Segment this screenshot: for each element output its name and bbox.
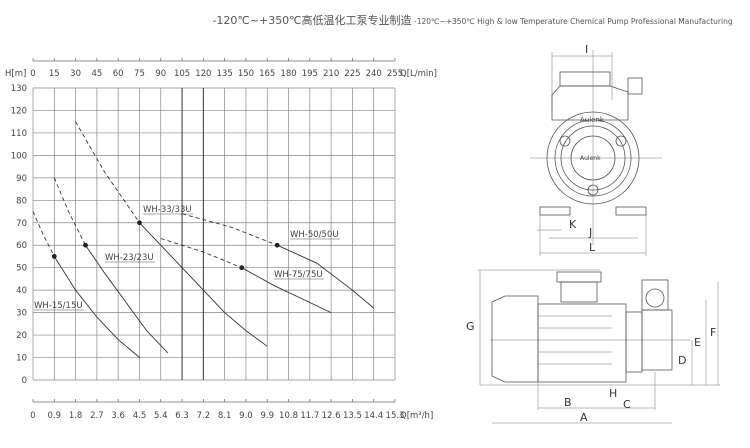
y-tick-label: 110 [11,129,27,139]
x-bottom-tick-label: 14.4 [364,411,383,421]
y-tick-label: 0 [22,376,27,386]
x-top-tick-label: 75 [134,69,145,79]
x-bottom-tick-label: 9.0 [239,411,253,421]
dim-J: J [588,226,592,239]
title-chinese: -120℃~+350℃高低温化工泵专业制造 [212,13,411,27]
y-tick-label: 40 [16,286,27,296]
series-label-wh-15-15u: WH-15/15U [34,301,83,311]
x-top-tick-label: 195 [302,69,318,79]
y-tick-label: 70 [16,219,27,229]
x-bottom-tick-label: 5.4 [154,411,168,421]
x-top-tick-label: 210 [323,69,339,79]
curve-dashed-wh-50-50u [160,238,242,269]
x-bottom-tick-label: 3.6 [111,411,125,421]
x-bottom-tick-label: 10.8 [279,411,298,421]
curve-dashed-wh-33-33u [75,121,140,224]
curve-solid-wh-23-23u [85,244,169,354]
title-english: -120℃~+350℃ High & low Temperature Chemi… [414,17,733,26]
x-top-tick-label: 0 [30,69,35,79]
x-top-tick-label: 45 [91,69,102,79]
x-axis-top-label: Q[L/min] [400,69,437,79]
x-bottom-tick-label: 0.9 [48,411,62,421]
dim-H: H [609,387,617,400]
curve-solid-wh-75-75u [277,244,374,309]
curve-solid-wh-15-15u [53,256,140,358]
curve-solid-wh-33-33u [139,222,268,347]
dim-D: D [678,354,686,367]
curve-dashed-wh-23-23u [53,177,86,246]
curve-dashed-wh-75-75u [181,213,278,246]
series-label-wh-23-23u: WH-23/23U [105,253,154,263]
pump-front-view: Aulenk Aulenk I K J L [530,43,662,256]
x-top-tick-label: 120 [195,69,211,79]
rated-point-wh-50-50u [239,265,245,271]
y-tick-label: 30 [16,309,27,319]
chart-curves: WH-15/15U WH-23/23U WH-33/33U WH-50/50U WH-7… [32,121,374,358]
x-top-tick-label: 180 [280,69,296,79]
dim-B: B [564,396,572,409]
x-top-tick-label: 105 [174,69,190,79]
y-tick-label: 10 [16,354,27,364]
dim-A: A [580,411,588,424]
x-bottom-tick-label: 8.1 [218,411,232,421]
y-tick-label: 80 [16,196,27,206]
curve-solid-wh-50-50u [241,267,332,314]
x-top-tick-label: 30 [70,69,81,79]
performance-chart: H[m] Q[L/min] Q[m³/h] 0 10 20 30 40 50 60 70 80 9… [5,58,437,421]
brand-label-center: Aulenk [580,155,601,162]
x-bottom-tick-label: 1.8 [69,411,83,421]
y-tick-label: 120 [11,106,27,116]
x-top-tick-label: 225 [344,69,360,79]
y-tick-label: 50 [16,264,27,274]
x-bottom-tick-label: 9.9 [260,411,274,421]
y-tick-label: 130 [11,84,27,94]
rated-point-wh-15-15u [51,254,57,259]
x-bottom-tick-label: 6.3 [175,411,189,421]
dim-I: I [585,43,588,56]
dim-C: C [623,398,631,411]
series-label-wh-50-50u: WH-50/50U [290,230,339,240]
series-label-wh-33-33u: WH-33/33U [143,205,192,215]
x-bottom-tick-label: 15.3 [386,411,405,421]
dim-F: F [710,326,716,339]
series-label-wh-75-75u: WH-75/75U [274,270,323,280]
rated-point-wh-33-33u [137,220,142,226]
y-tick-label: 20 [16,331,27,341]
y-tick-label: 90 [16,174,27,184]
dim-K: K [569,218,577,231]
x-top-tick-label: 60 [113,69,124,79]
y-tick-label: 100 [11,151,27,161]
dim-E: E [694,336,701,349]
x-bottom-tick-label: 0 [30,411,35,421]
y-axis-label: H[m] [5,69,26,79]
x-axis-bottom-label: Q[m³/h] [400,411,433,421]
x-bottom-tick-label: 11.7 [300,411,319,421]
x-top-tick-label: 90 [155,69,166,79]
x-top-tick-label: 150 [238,69,254,79]
dim-L: L [589,241,596,254]
x-top-tick-label: 135 [217,69,233,79]
x-bottom-tick-label: 2.7 [90,411,104,421]
x-top-tick-label: 15 [49,69,60,79]
x-top-tick-label: 240 [366,69,382,79]
x-bottom-tick-label: 4.5 [133,411,147,421]
x-bottom-tick-label: 7.2 [197,411,211,421]
x-top-tick-label: 165 [259,69,275,79]
rated-point-wh-75-75u [274,242,280,248]
dim-G: G [466,320,475,333]
curve-dashed-wh-15-15u [32,211,55,257]
y-tick-label: 60 [16,241,27,251]
chart-grid: 010203040506070809010011012013000150.930… [11,58,405,421]
pump-side-view: G B A H C D E F [466,269,720,424]
x-bottom-tick-label: 13.5 [343,411,362,421]
x-bottom-tick-label: 12.6 [322,411,341,421]
brand-label-top: Aulenk [580,116,605,124]
rated-point-wh-23-23u [83,242,88,248]
x-top-tick-label: 255 [387,69,403,79]
